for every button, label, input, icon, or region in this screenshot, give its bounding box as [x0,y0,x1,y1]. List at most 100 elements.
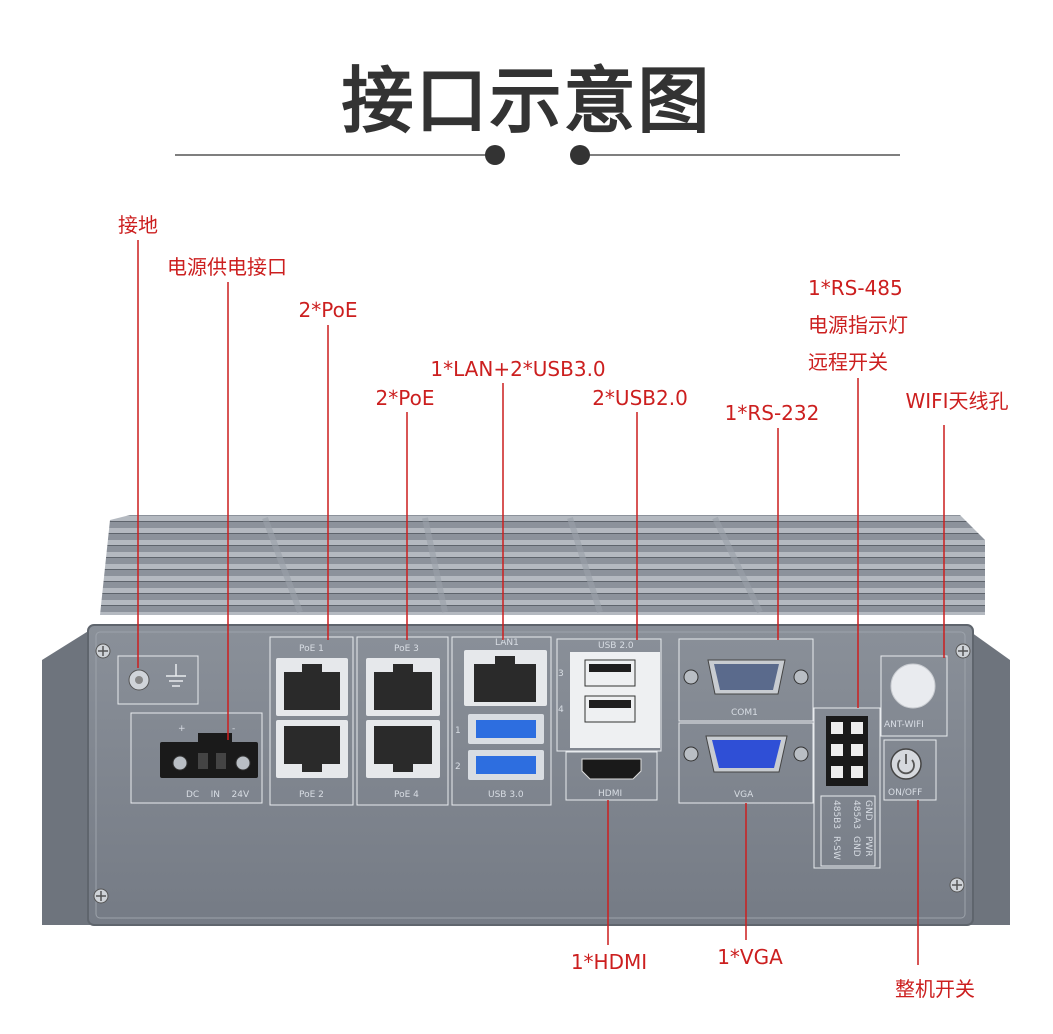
poe-frame-a [269,636,354,806]
dc-terminal-top [198,733,232,745]
ant-frame [880,655,948,737]
dc-screw-icon [235,755,251,771]
rj45-tab [302,762,322,772]
terminal-block-group: GND 485A3 485B3 PWR GND R-SW [813,707,881,869]
antenna-hole-icon [890,663,936,709]
standoff-screw-icon [793,746,809,762]
screw-icon [949,877,965,893]
usb2-port-icon [584,695,636,723]
title-divider [175,145,900,165]
callout-hdmi: 1*HDMI [570,950,648,974]
dc-input: + - DC IN 24V [130,712,263,804]
rj45-tab [393,762,413,772]
usb3-port-inner [476,756,536,774]
usb2-port3-label: 3 [558,669,564,679]
com1-frame [678,638,814,722]
callout-power-led: 电源指示灯 [808,313,908,337]
terminal-pin [831,722,843,734]
callout-wifi: WIFI天线孔 [905,389,1009,413]
terminal-pin [851,766,863,778]
ground-terminal [117,655,199,705]
hdmi-frame [565,751,658,801]
vga-group: VGA [678,722,814,804]
heatsink-fins [100,515,985,615]
poe3-label: PoE 3 [394,644,419,654]
callout-lines [137,240,945,965]
vga-port-inner [712,740,781,768]
usb3-label: USB 3.0 [488,790,524,800]
ant-label: ANT-WIFI [884,720,924,730]
terminal-pin [831,766,843,778]
com1-group: COM1 [678,638,814,722]
screw-icon [93,888,109,904]
term-gnd2-label: GND [851,836,861,857]
fin-ridge [567,517,603,613]
terminal-frame [813,707,881,869]
lan-usb3-group: LAN1 1 2 USB 3.0 [451,636,552,806]
hdmi-label: HDMI [598,789,622,799]
dc-pin [216,753,226,769]
callout-rs232: 1*RS-232 [724,401,820,425]
dc-minus-label: - [232,724,235,734]
rj45-tab [393,664,413,674]
lan1-label: LAN1 [495,638,519,648]
ground-screw-center [135,676,143,684]
front-panel-bevel [95,631,966,919]
usb2-group: USB 2.0 3 4 [556,638,662,752]
terminal-pin [851,722,863,734]
hdmi-group: HDMI [565,751,658,801]
usb2-label: USB 2.0 [598,641,634,651]
standoff-screw-icon [793,669,809,685]
term-485b-label: 485B3 [831,800,841,829]
vga-label: VGA [734,790,754,800]
poe-group-a: PoE 1 PoE 2 [269,636,354,806]
rj45-jack [284,726,340,764]
callout-poe-b: 2*PoE [375,386,435,410]
rj45-jack [284,672,340,710]
rj45-jack [374,672,432,710]
dc-plus-label: + [178,724,186,734]
fin-ridge [422,517,448,613]
dc-screw-icon [172,755,188,771]
standoff-screw-icon [683,746,699,762]
divider-dot-right [570,145,590,165]
poe-group-b: PoE 3 PoE 4 [356,636,449,806]
terminal-pin [851,744,863,756]
callout-vga: 1*VGA [717,945,783,969]
usb2-port-inner [589,664,631,672]
callout-remote-switch: 远程开关 [808,350,888,374]
rj45-jack [374,726,432,764]
onoff-label: ON/OFF [888,788,922,798]
callout-ground: 接地 [118,213,158,237]
rj45-tab [495,656,515,666]
callout-power-button: 整机开关 [895,977,975,1001]
term-485a-label: 485A3 [851,800,861,829]
db9-port-inner [714,664,779,690]
rj45-jack [474,664,536,702]
fin-ridge [712,516,763,614]
wifi-antenna-group: ANT-WIFI [880,655,948,737]
com1-label: COM1 [731,708,758,718]
dc-pin [198,753,208,769]
usb3-port-inner [476,720,536,738]
usb2-port-icon [584,659,636,687]
lan-usb3-frame [451,636,552,806]
dc-frame [130,712,263,804]
term-pwr-label: PWR [863,836,873,857]
usb3-port2-label: 2 [455,762,461,772]
hdmi-port-icon [581,758,642,780]
ground-frame [117,655,199,705]
screw-icon [95,643,111,659]
term-rsw-label: R-SW [831,836,841,860]
left-rail [42,630,90,925]
divider-dot-left [485,145,505,165]
poe-frame-b [356,636,449,806]
rj45-tab [302,664,322,674]
callout-rs485: 1*RS-485 [808,276,903,300]
onoff-frame [883,739,937,801]
poe2-label: PoE 2 [299,790,324,800]
standoff-screw-icon [683,669,699,685]
usb3-port1-label: 1 [455,726,461,736]
term-gnd1-label: GND [863,800,873,821]
